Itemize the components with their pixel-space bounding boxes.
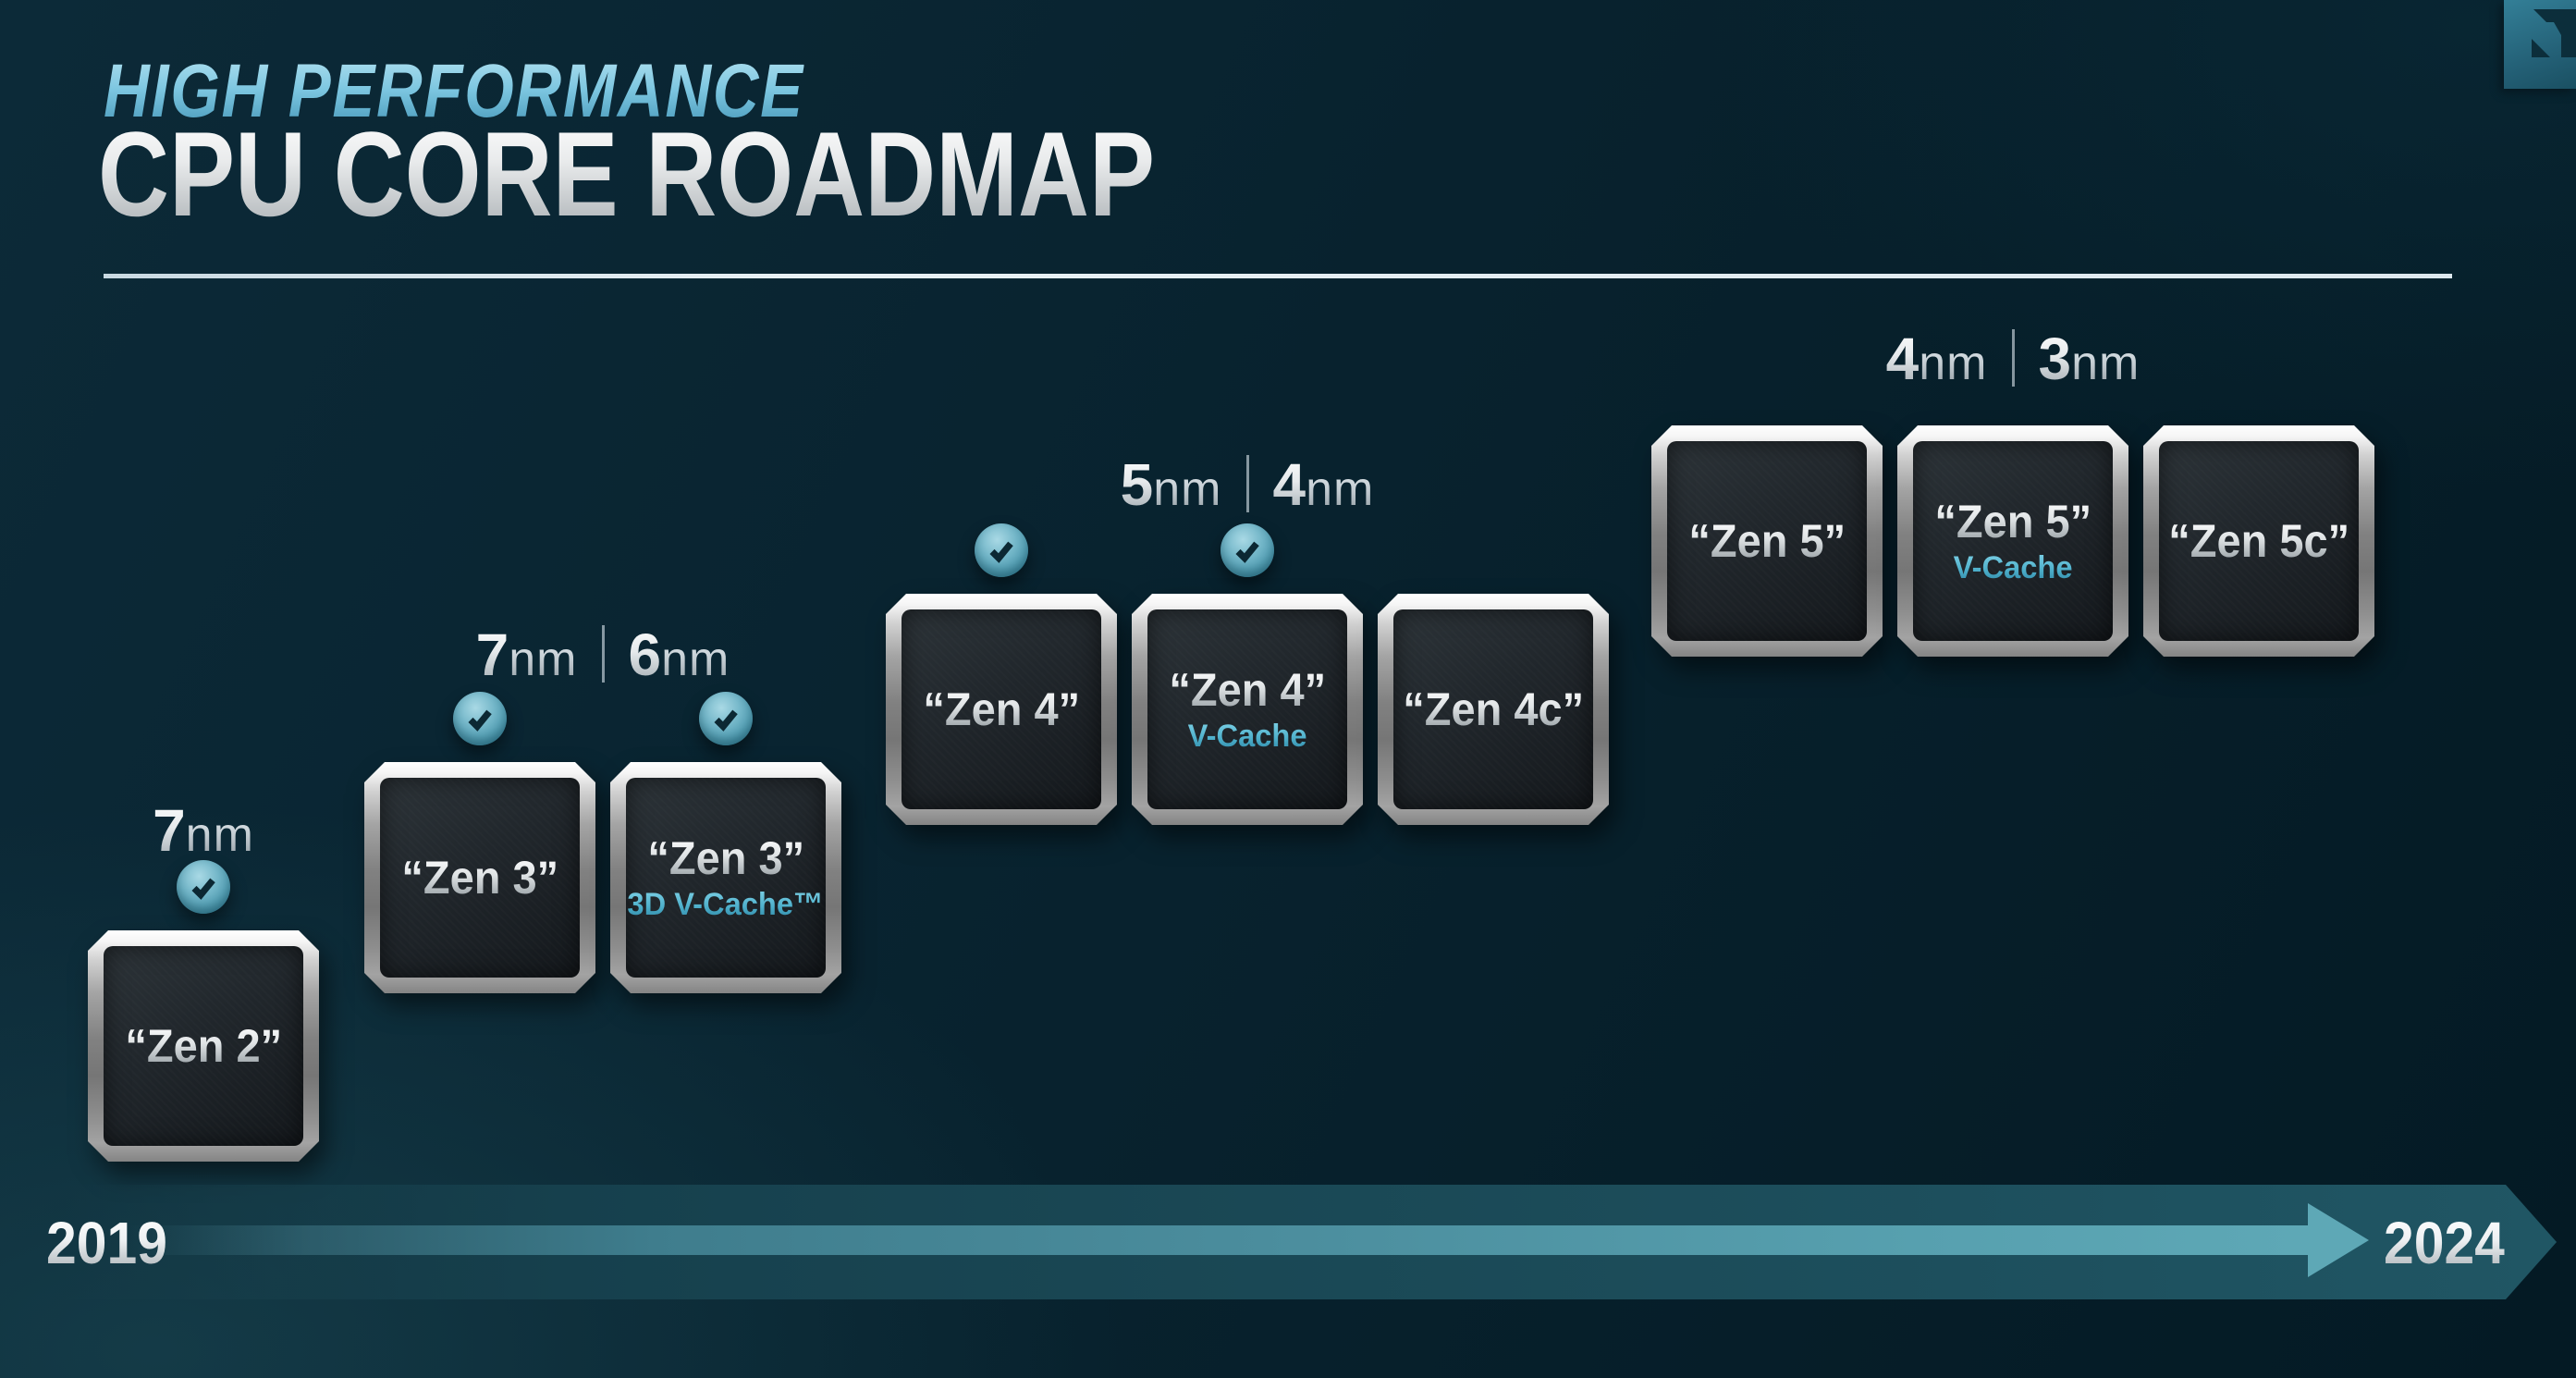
chip-frame: “Zen 2” — [88, 930, 319, 1162]
chip-label: “Zen 2” — [125, 1020, 282, 1072]
process-node-unit: nm — [1153, 462, 1222, 516]
chip-zen-5: “Zen 5” — [1651, 425, 1883, 657]
chip-zen-3-3d-v-cache: “Zen 3” 3D V-Cache™ — [610, 762, 841, 993]
chip-zen-5-v-cache: “Zen 5” V-Cache — [1897, 425, 2128, 657]
chip-die: “Zen 4c” — [1393, 609, 1593, 809]
process-node-value: 3 — [2038, 326, 2072, 392]
slide-eyebrow: HIGH PERFORMANCE — [104, 49, 804, 133]
process-node-value: 7 — [153, 797, 186, 864]
chip-frame: “Zen 3” — [364, 762, 595, 993]
process-node-unit: nm — [661, 633, 730, 686]
chip-die: “Zen 4” V-Cache — [1147, 609, 1347, 809]
chip-zen-2: “Zen 2” — [88, 930, 319, 1162]
chip-frame: “Zen 3” 3D V-Cache™ — [610, 762, 841, 993]
chip-zen-4-v-cache: “Zen 4” V-Cache — [1132, 594, 1363, 825]
process-node-unit: nm — [1919, 337, 1988, 390]
process-node-value: 7 — [475, 621, 509, 688]
chip-label: “Zen 4” — [923, 683, 1080, 735]
chip-die: “Zen 3” 3D V-Cache™ — [626, 778, 826, 978]
chip-zen-4c: “Zen 4c” — [1378, 594, 1609, 825]
chip-label: “Zen 3” — [647, 832, 804, 884]
released-check-icon — [453, 692, 507, 745]
chip-label: “Zen 3” — [401, 852, 558, 904]
released-check-icon — [1221, 523, 1274, 577]
chip-zen-4: “Zen 4” — [886, 594, 1117, 825]
released-check-icon — [975, 523, 1028, 577]
chip-die: “Zen 5c” — [2159, 441, 2359, 641]
process-node-value: 4 — [1885, 326, 1920, 392]
process-node-value: 5 — [1120, 451, 1154, 518]
header-divider — [104, 274, 2452, 278]
timeline-bar — [129, 1225, 2309, 1255]
node-separator — [601, 625, 605, 683]
process-node-value: 6 — [628, 621, 662, 688]
chip-die: “Zen 4” — [902, 609, 1101, 809]
chip-label: “Zen 5” — [1688, 515, 1846, 567]
process-node-value: 4 — [1272, 451, 1306, 518]
chip-frame: “Zen 5c” — [2143, 425, 2374, 657]
chip-frame: “Zen 5” V-Cache — [1897, 425, 2128, 657]
chip-sublabel: V-Cache — [1953, 550, 2073, 585]
chip-frame: “Zen 5” — [1651, 425, 1883, 657]
released-check-icon — [177, 860, 230, 914]
process-node-unit: nm — [2071, 337, 2141, 390]
page-title: CPU CORE ROADMAP — [98, 106, 1156, 241]
chip-label: “Zen 4” — [1169, 664, 1326, 716]
process-node-unit: nm — [185, 808, 254, 862]
chip-zen-3: “Zen 3” — [364, 762, 595, 993]
chip-label: “Zen 4c” — [1403, 683, 1584, 735]
chip-sublabel: V-Cache — [1187, 719, 1307, 754]
chip-zen-5c: “Zen 5c” — [2143, 425, 2374, 657]
chip-die: “Zen 3” — [380, 778, 580, 978]
released-check-icon — [699, 692, 753, 745]
process-node-unit: nm — [509, 633, 578, 686]
chip-frame: “Zen 4c” — [1378, 594, 1609, 825]
amd-arrow-logo-icon — [2532, 9, 2576, 57]
chip-label: “Zen 5” — [1934, 496, 2091, 548]
node-separator — [2011, 329, 2015, 387]
amd-logo-tile — [2504, 0, 2576, 89]
chip-die: “Zen 5” — [1667, 441, 1867, 641]
chip-frame: “Zen 4” — [886, 594, 1117, 825]
chip-sublabel: 3D V-Cache™ — [627, 887, 825, 922]
process-node-label: 7nm — [0, 801, 481, 860]
chip-label: “Zen 5c” — [2168, 515, 2349, 567]
node-separator — [1245, 455, 1249, 512]
chip-die: “Zen 2” — [104, 946, 303, 1146]
chip-die: “Zen 5” V-Cache — [1913, 441, 2113, 641]
timeline-end-year: 2024 — [2384, 1210, 2505, 1276]
timeline-start-year: 2019 — [46, 1210, 167, 1276]
process-node-unit: nm — [1306, 462, 1375, 516]
chip-frame: “Zen 4” V-Cache — [1132, 594, 1363, 825]
